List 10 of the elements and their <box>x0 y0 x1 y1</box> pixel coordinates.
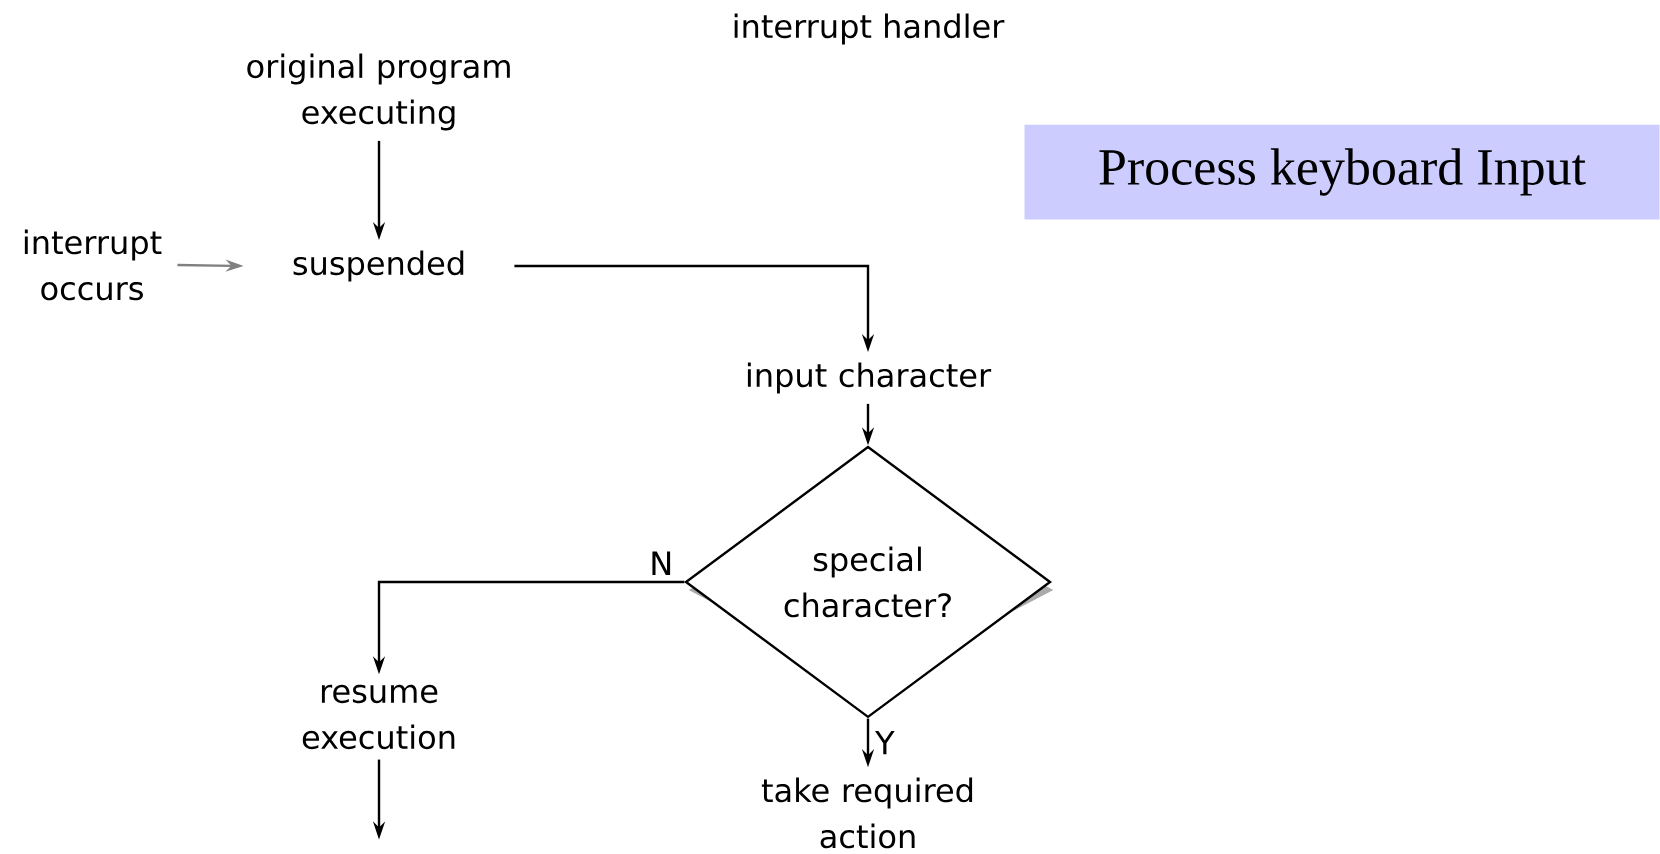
step-text: suspended <box>293 250 464 282</box>
step-text: input character <box>747 362 992 394</box>
step-text: original program executing <box>247 53 510 131</box>
step-text: resume execution <box>302 684 455 750</box>
title-banner: Process keyboard Input <box>1024 124 1660 220</box>
step-text: interrupt occurs <box>24 229 162 301</box>
edge-label: Y <box>875 730 895 755</box>
heading-text: interrupt handler <box>734 13 1005 45</box>
step-text: take required action <box>761 777 973 849</box>
edge-label: N <box>652 551 671 575</box>
